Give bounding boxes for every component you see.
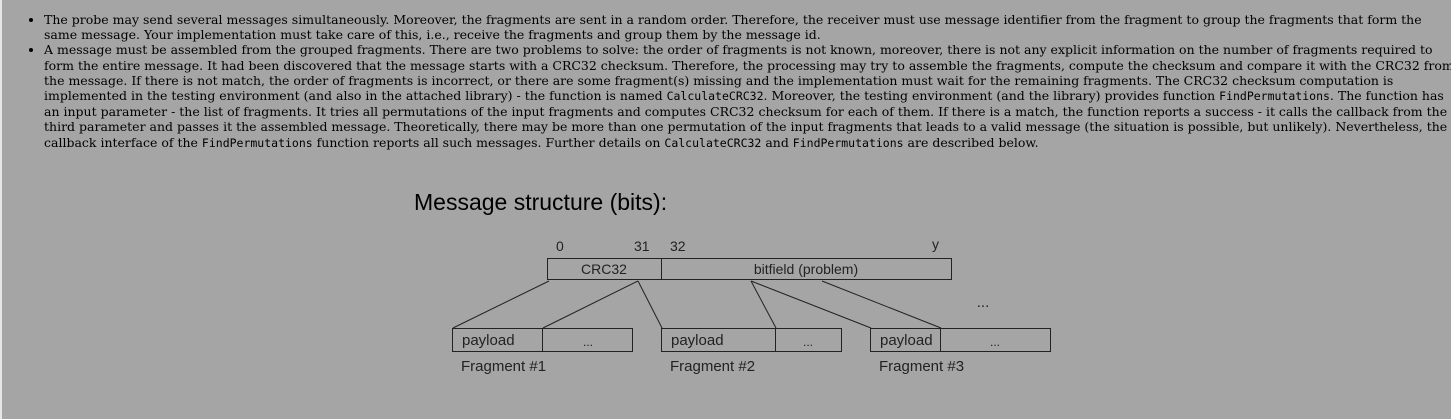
bit-label-32: 32 (670, 238, 686, 254)
fragment-2-rest-box (775, 328, 842, 352)
fragment-2-caption: Fragment #2 (670, 358, 755, 375)
bullet-text: The probe may send several messages simu… (44, 12, 1422, 43)
bullet-text: are described below. (903, 134, 1039, 150)
diagram-title: Message structure (bits): (414, 189, 668, 215)
connector-line (750, 280, 872, 329)
bitfield-field (661, 258, 952, 280)
connector-line (542, 280, 639, 329)
fragment-1-payload-label: payload (462, 332, 515, 349)
fragment-2-rest-label: ... (803, 335, 813, 349)
fragment-2-payload-label: payload (671, 332, 724, 349)
fragment-1-rest-box (542, 328, 633, 352)
bit-label-31: 31 (634, 238, 650, 254)
fragment-3-caption: Fragment #3 (879, 358, 964, 375)
fragment-1-caption: Fragment #1 (461, 358, 546, 375)
bit-label-0: 0 (556, 238, 564, 254)
bullet-text: . The function has an input parameter - … (44, 88, 1448, 150)
connector-line (821, 280, 942, 329)
more-ellipsis: ... (977, 294, 990, 311)
code-find-permutations: FindPermutations (201, 135, 313, 150)
fragment-3-rest-label: ... (990, 335, 1000, 349)
bitfield-label: bitfield (problem) (754, 261, 858, 277)
fragment-1-rest-label: ... (583, 335, 593, 349)
bullet-text: . Moreover, the testing environment (and… (763, 88, 1220, 104)
code-calculate-crc32: CalculateCRC32 (666, 89, 764, 104)
fragment-3-rest-box (940, 328, 1051, 352)
bullet-text: and (761, 134, 793, 150)
bullet-item-grouping: The probe may send several messages simu… (44, 12, 1451, 42)
bullet-list: The probe may send several messages simu… (22, 12, 1451, 151)
connector-lines (452, 280, 942, 329)
code-find-permutations: FindPermutations (1219, 89, 1330, 104)
left-edge-divider (0, 0, 2, 419)
connector-line (637, 280, 663, 329)
bullet-text: function reports all such messages. Furt… (312, 134, 665, 150)
code-calculate-crc32: CalculateCRC32 (664, 135, 762, 150)
crc32-label: CRC32 (581, 261, 627, 277)
connector-line (452, 280, 550, 329)
bullet-item-assembly: A message must be assembled from the gro… (44, 42, 1451, 150)
code-find-permutations: FindPermutations (792, 135, 904, 150)
bit-label-y: y (932, 236, 939, 252)
bullet-text: A message must be assembled from the gro… (44, 42, 1451, 104)
fragment-3-payload-label: payload (880, 332, 933, 349)
connector-line (750, 280, 777, 329)
